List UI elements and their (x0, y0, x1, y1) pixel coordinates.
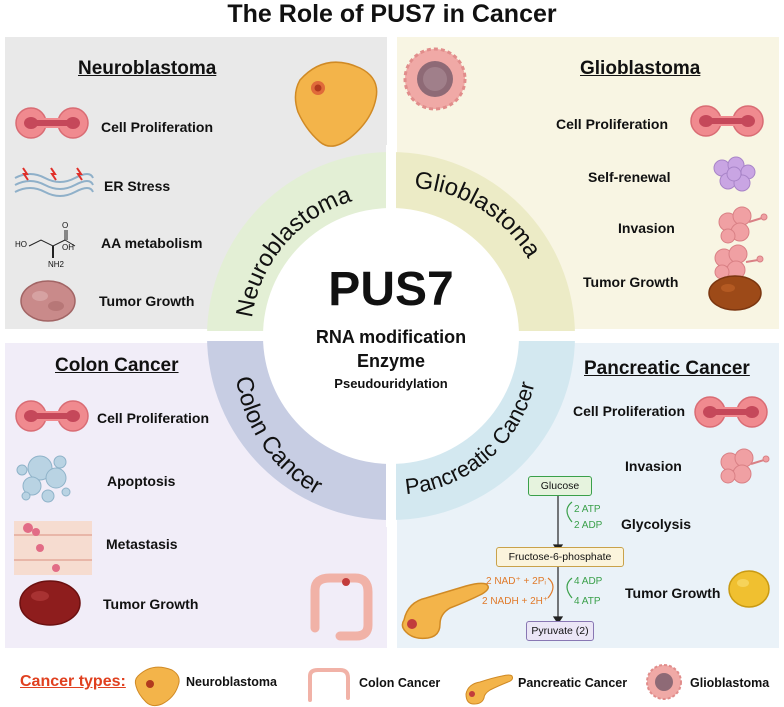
pc-item-1: Cell Proliferation (573, 403, 686, 419)
gb-item-1: Cell Proliferation (556, 116, 669, 132)
invasion-cells-icon (718, 206, 768, 244)
colon-icon (308, 668, 350, 702)
invasion-cells-icon (720, 448, 770, 484)
serine-molecule-icon (28, 230, 76, 258)
colon-icon (310, 573, 373, 641)
molecule-ho: HO (15, 240, 27, 249)
center-line-1: RNA modification (315, 327, 467, 347)
center-title: PUS7 (328, 263, 454, 316)
glioblastoma-title: Glioblastoma (580, 58, 701, 79)
adp-out-label: 2 ADP (574, 520, 603, 531)
center-circle (263, 208, 519, 464)
cc-item-2: Apoptosis (107, 473, 176, 489)
pc-item-4: Tumor Growth (625, 585, 721, 601)
nb-item-2: ER Stress (104, 178, 171, 194)
glioblastoma-cell-icon (646, 664, 682, 700)
dividing-cell-icon (15, 400, 89, 432)
atp-out-label: 4 ATP (574, 596, 601, 607)
nb-item-3: AA metabolism (101, 235, 203, 251)
glucose-box: Glucose (528, 476, 592, 496)
er-stress-icon (14, 167, 94, 197)
dividing-cell-icon (15, 107, 89, 139)
legend-neuroblastoma: Neuroblastoma (186, 675, 277, 689)
gb-item-2: Self-renewal (588, 169, 671, 185)
legend-colon-cancer: Colon Cancer (359, 676, 441, 690)
nadh-label: 2 NADH + 2H⁺ (482, 596, 549, 607)
pancreas-icon (401, 582, 489, 640)
tumor-growth-cells-icon (714, 244, 764, 280)
fructose-box: Fructose-6-phosphate (496, 547, 624, 567)
pc-item-2: Invasion (625, 458, 682, 474)
neuroblastoma-title: Neuroblastoma (78, 58, 217, 79)
pancreas-icon (465, 674, 513, 705)
apoptosis-icon (16, 455, 71, 503)
cc-item-3: Metastasis (106, 536, 178, 552)
metastasis-icon (14, 521, 92, 575)
dividing-cell-icon (690, 105, 764, 137)
adp-in-label: 4 ADP (574, 576, 603, 587)
tumor-icon (20, 280, 76, 322)
nb-item-4: Tumor Growth (99, 293, 195, 309)
tumor-icon (728, 570, 770, 608)
nb-item-1: Cell Proliferation (101, 119, 214, 135)
stem-cell-cluster-icon (713, 156, 756, 192)
gb-item-3: Invasion (618, 220, 675, 236)
nad-label: 2 NAD⁺ + 2Pᵢ (486, 576, 546, 587)
legend-pancreatic-cancer: Pancreatic Cancer (518, 676, 628, 690)
adrenal-gland-icon (134, 666, 180, 707)
dividing-cell-icon (694, 396, 768, 428)
page-title: The Role of PUS7 in Cancer (227, 0, 557, 28)
adrenal-gland-icon (294, 61, 378, 147)
molecule-o: O (62, 221, 69, 230)
glioblastoma-cell-icon (403, 47, 467, 111)
center-line-3: Pseudouridylation (334, 376, 448, 391)
colon-cancer-title: Colon Cancer (55, 355, 179, 376)
pancreatic-cancer-title: Pancreatic Cancer (584, 358, 750, 379)
atp-in-label: 2 ATP (574, 504, 601, 515)
center-line-2: Enzyme (356, 351, 426, 371)
legend-title: Cancer types: (20, 673, 126, 690)
molecule-nh2: NH2 (48, 260, 65, 269)
cc-item-4: Tumor Growth (103, 596, 199, 612)
gb-item-4: Tumor Growth (583, 274, 679, 290)
legend-glioblastoma: Glioblastoma (690, 676, 770, 690)
tumor-icon (708, 275, 762, 311)
tumor-icon (19, 580, 81, 626)
colon-tumor-spot (342, 578, 350, 586)
pc-item-3: Glycolysis (621, 516, 692, 532)
cc-item-1: Cell Proliferation (97, 410, 210, 426)
pyruvate-box: Pyruvate (2) (526, 621, 594, 641)
molecule-oh: OH (62, 243, 74, 252)
